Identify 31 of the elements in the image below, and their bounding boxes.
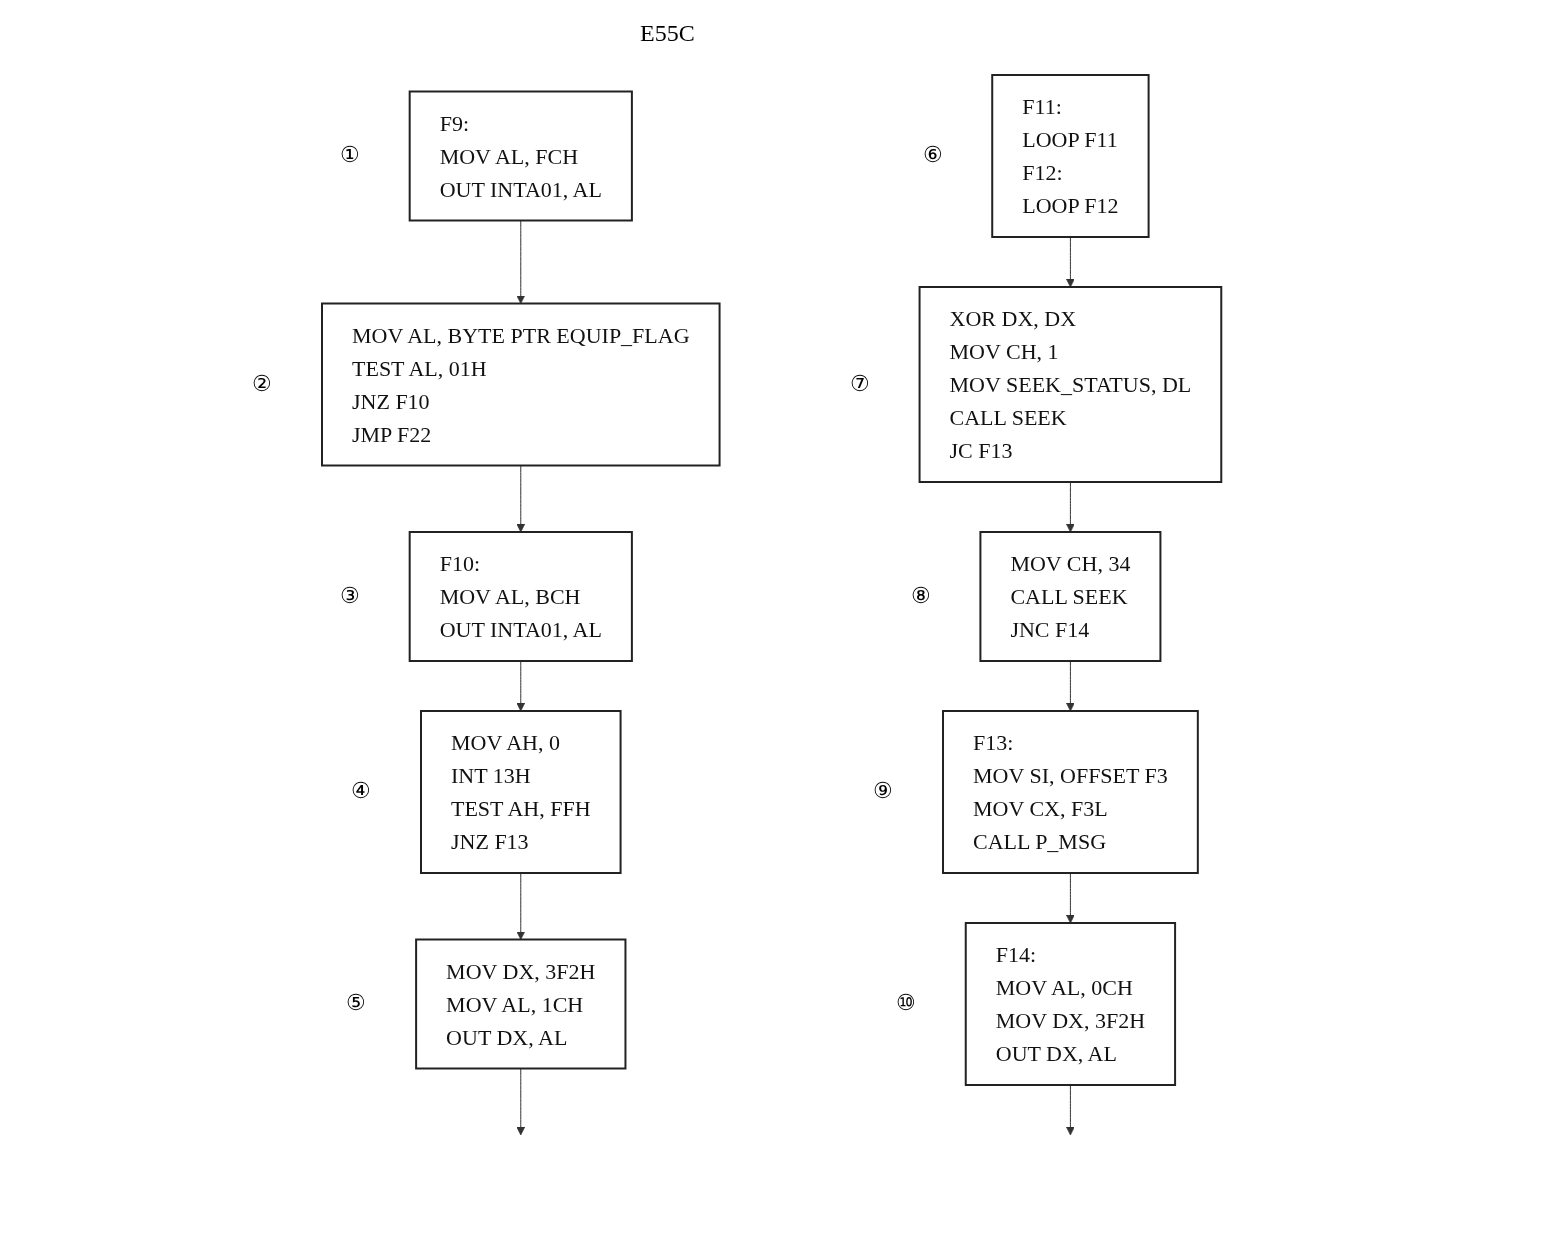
node-box: MOV DX, 3F2H MOV AL, 1CH OUT DX, AL bbox=[415, 938, 627, 1070]
step-number: ③ bbox=[340, 582, 361, 609]
arrow bbox=[516, 872, 526, 940]
arrow bbox=[1066, 1084, 1076, 1136]
arrow bbox=[1066, 872, 1076, 924]
node-box: F10: MOV AL, BCH OUT INTA01, AL bbox=[409, 531, 634, 662]
node-box: MOV AL, BYTE PTR EQUIP_FLAG TEST AL, 01H JNZ F10 JMP F22 bbox=[321, 302, 721, 467]
node-box: F13: MOV SI, OFFSET F3 MOV CX, F3L CALL P_MSG bbox=[942, 710, 1200, 874]
step-number: ⑧ bbox=[910, 582, 931, 609]
node-box: F9: MOV AL, FCH OUT INTA01, AL bbox=[409, 90, 634, 222]
address-label: E55C bbox=[640, 20, 695, 47]
step-number: ② bbox=[252, 370, 273, 397]
node-box: MOV CH, 34 CALL SEEK JNC F14 bbox=[979, 531, 1162, 662]
arrow bbox=[516, 220, 526, 304]
arrow bbox=[1066, 236, 1076, 288]
node-box: F14: MOV AL, 0CH MOV DX, 3F2H OUT DX, AL bbox=[965, 922, 1177, 1086]
step-number: ⑩ bbox=[896, 990, 917, 1016]
arrow bbox=[516, 660, 526, 712]
arrow bbox=[516, 1068, 526, 1136]
step-number: ⑨ bbox=[873, 778, 894, 804]
arrow bbox=[1066, 481, 1076, 533]
step-number: ⑥ bbox=[922, 142, 943, 168]
step-number: ⑦ bbox=[849, 370, 870, 397]
step-number: ④ bbox=[351, 778, 372, 804]
node-box: MOV AH, 0 INT 13H TEST AH, FFH JNZ F13 bbox=[420, 710, 622, 874]
node-box: F11: LOOP F11 F12: LOOP F12 bbox=[991, 74, 1150, 238]
arrow bbox=[1066, 660, 1076, 712]
step-number: ⑤ bbox=[346, 990, 367, 1016]
arrow bbox=[516, 465, 526, 533]
node-box: XOR DX, DX MOV CH, 1 MOV SEEK_STATUS, DL CALL SEEK JC F13 bbox=[918, 286, 1223, 483]
step-number: ① bbox=[340, 142, 361, 168]
